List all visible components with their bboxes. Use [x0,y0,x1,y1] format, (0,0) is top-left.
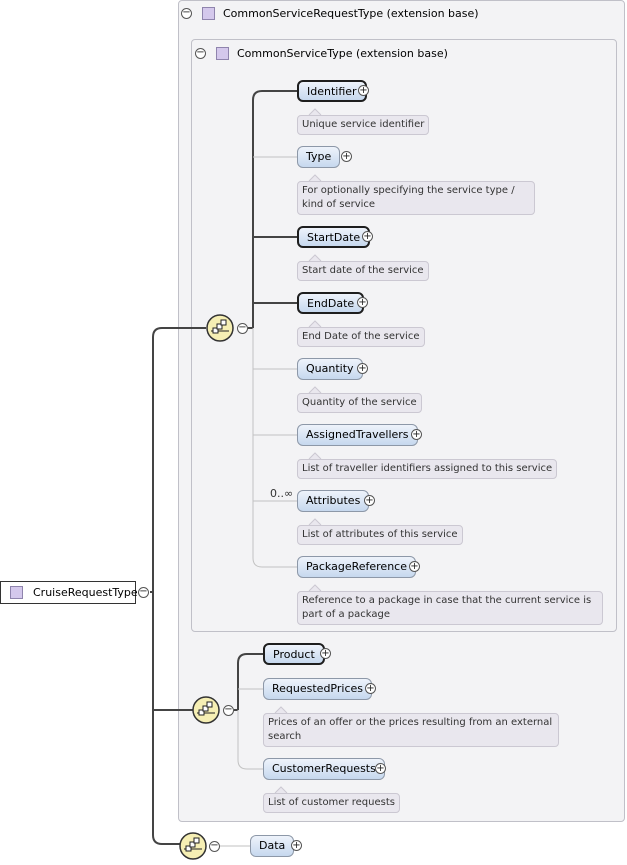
sequence-compositor-icon [192,696,220,724]
expand-icon[interactable]: + [291,840,302,851]
element-doc: List of traveller identifiers assigned t… [297,459,558,479]
element-label: EndDate [307,297,355,310]
element-doc: List of customer requests [263,793,400,813]
element-doc: Reference to a package in case that the … [297,591,603,625]
extension-label-outer: CommonServiceRequestType (extension base… [223,7,479,20]
complex-type-icon [216,47,229,60]
element-doc: End Date of the service [297,327,425,347]
expand-icon[interactable]: + [365,683,376,694]
expand-icon[interactable]: + [320,648,331,659]
root-type-box[interactable]: CruiseRequestType [0,581,138,604]
element-identifier[interactable]: Identifier [297,80,367,102]
extension-label-inner: CommonServiceType (extension base) [237,47,448,60]
element-label: Product [273,648,315,661]
element-type[interactable]: Type [297,146,341,168]
expand-icon[interactable]: + [357,297,368,308]
expand-icon[interactable]: + [411,429,422,440]
extension-header-inner: − CommonServiceType (extension base) [195,46,515,62]
expand-icon[interactable]: + [362,231,373,242]
element-label: RequestedPrices [272,682,363,695]
sequence-compositor-icon [206,314,234,342]
sequence-compositor-icon [179,832,207,860]
complex-type-icon [202,7,215,20]
expand-icon[interactable]: + [364,495,375,506]
element-product[interactable]: Product [263,643,325,665]
element-doc: Start date of the service [297,261,429,281]
collapse-icon[interactable]: − [223,704,234,716]
collapse-icon[interactable]: − [237,322,248,334]
collapse-icon[interactable]: − [195,47,206,59]
element-packagereference[interactable]: PackageReference [297,556,416,578]
element-requestedprices[interactable]: RequestedPrices [263,678,372,700]
extension-header-outer: − CommonServiceRequestType (extension ba… [181,6,511,22]
element-enddate[interactable]: EndDate [297,292,365,314]
element-doc: Unique service identifier [297,115,430,135]
element-doc: Quantity of the service [297,393,422,413]
element-label: Identifier [307,85,357,98]
expand-icon[interactable]: + [358,85,369,96]
complex-type-icon [10,586,23,599]
element-label: Data [259,839,286,852]
root-type-label: CruiseRequestType [33,586,138,599]
expand-icon[interactable]: + [409,561,420,572]
element-label: StartDate [307,231,361,244]
element-doc: For optionally specifying the service ty… [297,181,535,215]
element-customerrequests[interactable]: CustomerRequests [263,758,385,780]
element-data[interactable]: Data [250,835,295,857]
element-label: Type [306,150,332,163]
element-doc: List of attributes of this service [297,525,463,545]
element-label: CustomerRequests [272,762,376,775]
element-label: Attributes [306,494,361,507]
element-startdate[interactable]: StartDate [297,226,371,248]
collapse-icon[interactable]: − [138,586,149,598]
collapse-icon[interactable]: − [209,840,220,852]
occurrence-label: 0..∞ [270,487,294,500]
expand-icon[interactable]: + [375,763,386,774]
element-label: Quantity [306,362,354,375]
element-assignedtravellers[interactable]: AssignedTravellers [297,424,418,446]
element-doc: Prices of an offer or the prices resulti… [263,713,559,747]
element-quantity[interactable]: Quantity [297,358,363,380]
expand-icon[interactable]: + [341,151,352,162]
expand-icon[interactable]: + [357,363,368,374]
collapse-icon[interactable]: − [181,7,192,19]
element-attributes[interactable]: Attributes [297,490,370,512]
element-label: AssignedTravellers [306,428,409,441]
element-label: PackageReference [306,560,407,573]
